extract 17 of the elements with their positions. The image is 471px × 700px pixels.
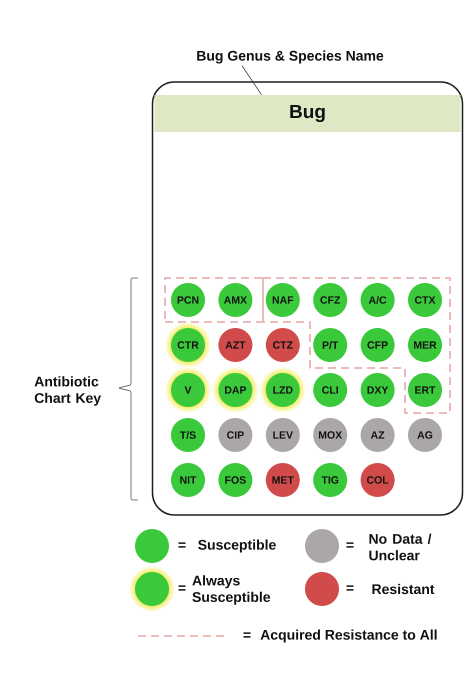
legend-label: Always Susceptible: [192, 575, 270, 605]
dashed-outline: [164, 277, 264, 323]
equals-sign: =: [178, 585, 186, 591]
legend-label: Susceptible: [198, 539, 276, 553]
brace-label: Antibiotic Chart Key: [34, 376, 102, 406]
legend-label: Acquired Resistance to All: [260, 629, 437, 643]
rounded-card: [152, 81, 464, 516]
legend-label: No Data / Unclear: [369, 534, 432, 560]
leader-line: [242, 65, 262, 96]
callout-label: Bug Genus & Species Name: [197, 50, 384, 64]
header-band: Bug: [154, 95, 460, 132]
dashed-outline: [262, 277, 451, 414]
equals-sign: =: [178, 542, 186, 548]
equals-sign: =: [346, 542, 354, 548]
equals-sign: =: [244, 632, 251, 638]
legend-label: Resistant: [372, 584, 434, 594]
equals-sign: =: [346, 585, 354, 591]
